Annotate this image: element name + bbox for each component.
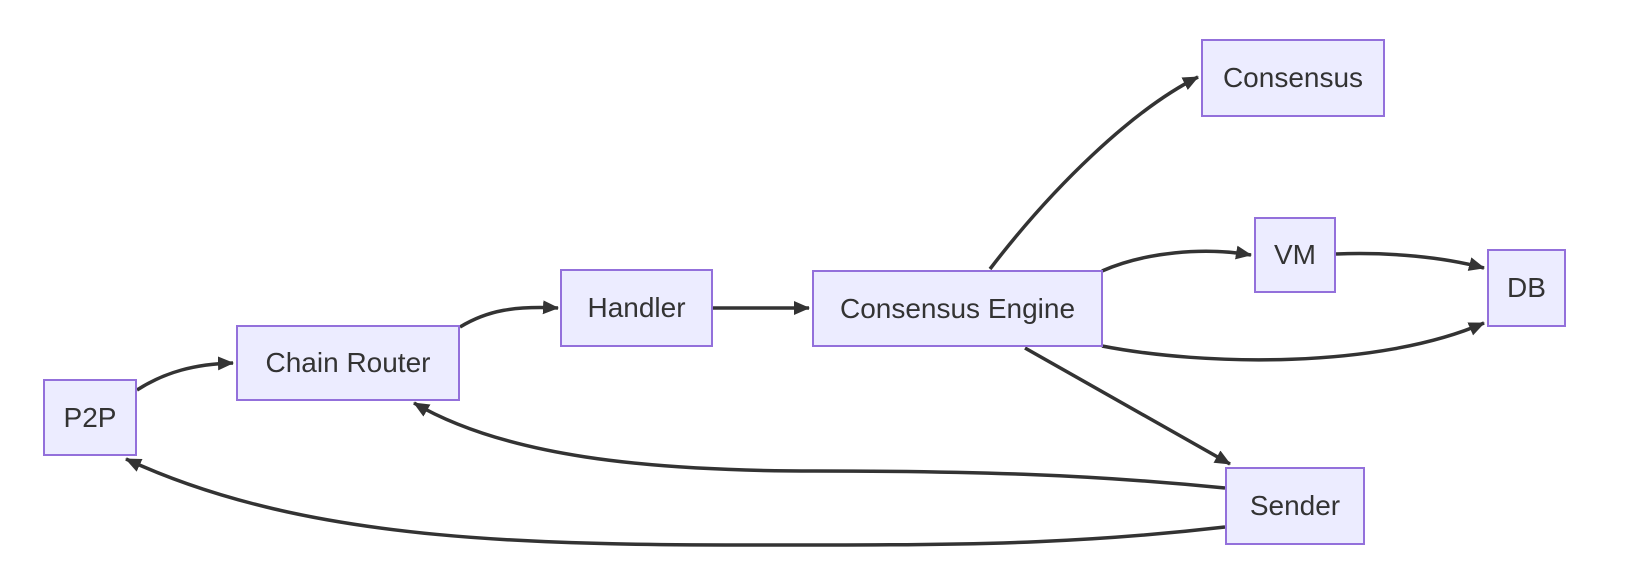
edge-consensus-engine-to-sender bbox=[1024, 346, 1231, 466]
edge-consensus-engine-to-db bbox=[1101, 321, 1485, 362]
edge-consensus-engine-to-vm bbox=[1101, 245, 1252, 273]
node-consensus: Consensus bbox=[1201, 39, 1385, 117]
node-vm: VM bbox=[1254, 217, 1336, 293]
edge-sender-to-p2p bbox=[125, 457, 1226, 547]
edge-chain-router-to-handler bbox=[459, 300, 559, 329]
node-p2p: P2P bbox=[43, 379, 137, 456]
node-chain-router: Chain Router bbox=[236, 325, 460, 401]
node-db: DB bbox=[1487, 249, 1566, 327]
edge-p2p-to-chain-router bbox=[136, 356, 234, 392]
edge-vm-to-db bbox=[1335, 251, 1485, 271]
node-handler: Handler bbox=[560, 269, 713, 347]
edge-consensus-engine-to-consensus bbox=[988, 75, 1199, 271]
node-consensus-engine: Consensus Engine bbox=[812, 270, 1103, 347]
edge-sender-to-chain-router bbox=[413, 401, 1226, 490]
node-sender: Sender bbox=[1225, 467, 1365, 545]
